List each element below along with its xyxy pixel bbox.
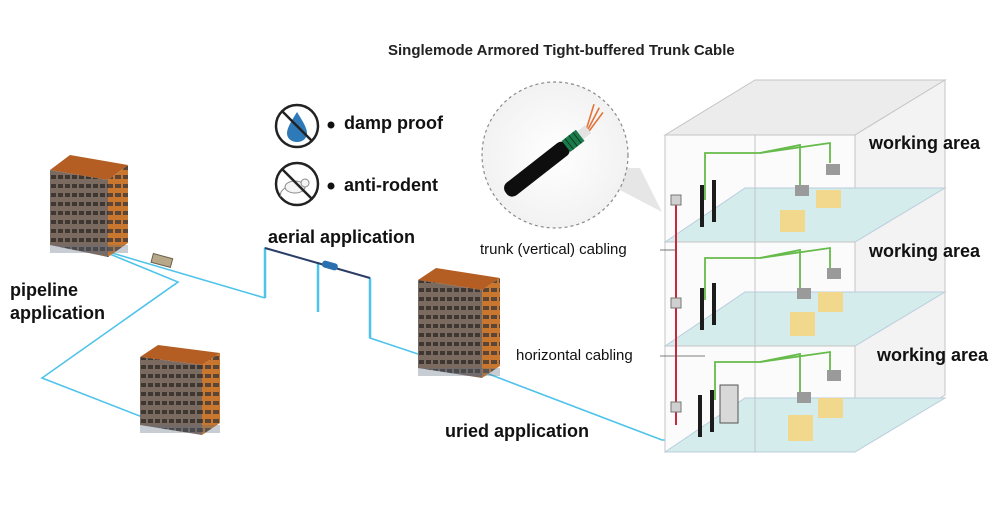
aerial-messenger (264, 247, 371, 279)
diagram-title: Singlemode Armored Tight-buffered Trunk … (388, 42, 735, 59)
working-area-label-2: working area (869, 241, 981, 261)
bullet (327, 182, 335, 190)
cable-zoom-callout (481, 81, 662, 229)
aerial-application-label: aerial application (268, 227, 416, 247)
rack (698, 180, 739, 437)
horizontal-cables (704, 141, 831, 400)
office-building (663, 79, 947, 453)
water-drop-icon (274, 103, 320, 149)
aerial-route (264, 246, 431, 359)
pipeline-application-label: pipeline (10, 280, 79, 300)
armored-cable-image (504, 103, 604, 197)
distribution-box (670, 194, 682, 206)
buried-application-label: uried application (445, 421, 590, 441)
feature-anti-rodent: anti-rodent (344, 175, 438, 195)
building-pipeline-start (50, 155, 128, 257)
pipeline-route (40, 247, 180, 421)
building-pipeline-end (140, 345, 220, 435)
building-aerial-end (418, 268, 500, 378)
aerial-closure (321, 260, 338, 271)
working-area-label-1: working area (869, 133, 981, 153)
bullet (327, 121, 335, 129)
horizontal-cabling-label: horizontal cabling (516, 347, 633, 364)
feature-damp-proof: damp proof (344, 113, 443, 133)
pipeline-link (94, 247, 266, 299)
pipeline-application-label-2: application (10, 303, 106, 323)
trunk-cabling-label: trunk (vertical) cabling (480, 241, 627, 258)
pipeline-splice-box (150, 252, 174, 269)
distribution-box (670, 401, 682, 413)
working-area-label-3: working area (877, 345, 989, 365)
distribution-box (670, 297, 682, 309)
rodent-icon (274, 161, 320, 207)
